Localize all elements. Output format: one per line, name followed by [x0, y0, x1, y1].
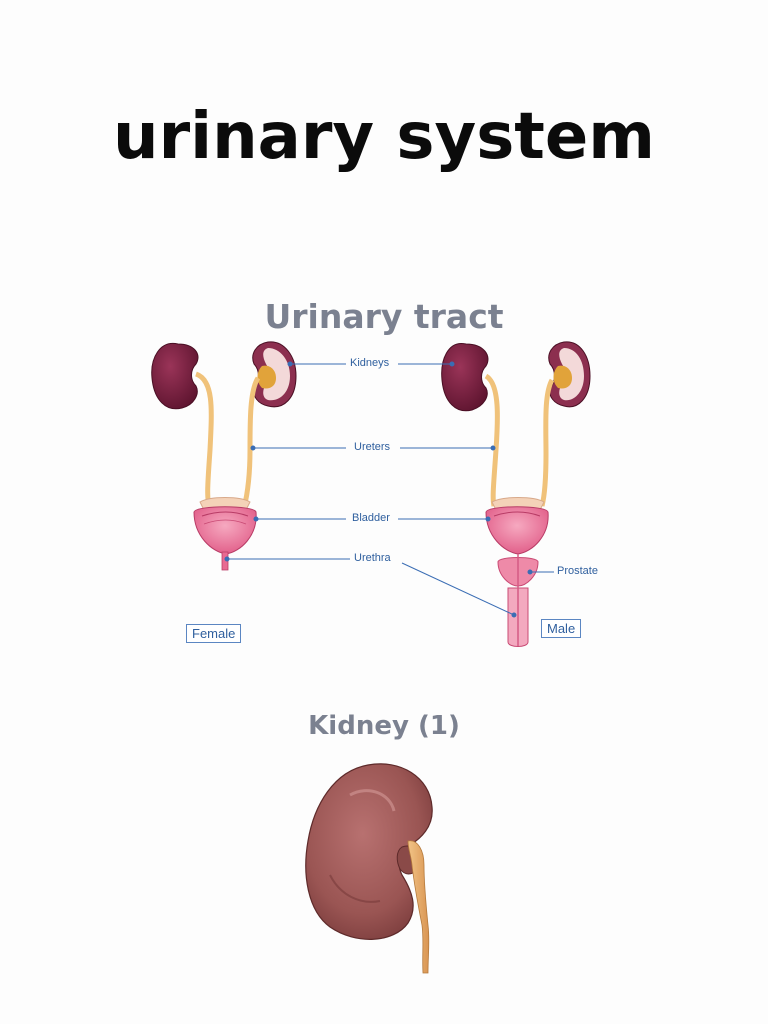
male-bladder: [485, 506, 549, 555]
prostate-label: Prostate: [557, 565, 598, 577]
urethra-label: Urethra: [354, 552, 391, 564]
urinary-tract-illustration: [151, 341, 591, 647]
female-left-ureter: [194, 371, 214, 510]
bladder-label: Bladder: [352, 512, 390, 524]
male-left-ureter: [484, 373, 500, 507]
leader-lines: [224, 361, 554, 618]
female-urethra: [221, 551, 229, 571]
female-bladder: [193, 506, 257, 555]
male-left-kidney: [441, 343, 489, 412]
female-right-ureter: [241, 376, 261, 509]
kidneys-label: Kidneys: [350, 357, 390, 369]
urinary-tract-title: Urinary tract: [264, 297, 504, 336]
urinary-tract-diagram: Kidneys Ureters Bladder Urethra Prostate…: [0, 330, 768, 660]
page-title: urinary system: [113, 100, 655, 174]
male-urinary-tract: [441, 341, 591, 647]
female-left-kidney: [151, 342, 199, 410]
ureters-label: Ureters: [354, 441, 391, 453]
male-right-ureter: [539, 378, 555, 507]
kidney-illustration: [290, 755, 450, 989]
female-label: Female: [186, 624, 242, 643]
male-label: Male: [541, 619, 582, 638]
kidney-section-title: Kidney (1): [308, 711, 460, 741]
female-urinary-tract: [151, 341, 297, 571]
kidney-figure: [305, 763, 433, 974]
kidney-shape: [305, 763, 433, 940]
kidney-ureter: [407, 840, 430, 974]
